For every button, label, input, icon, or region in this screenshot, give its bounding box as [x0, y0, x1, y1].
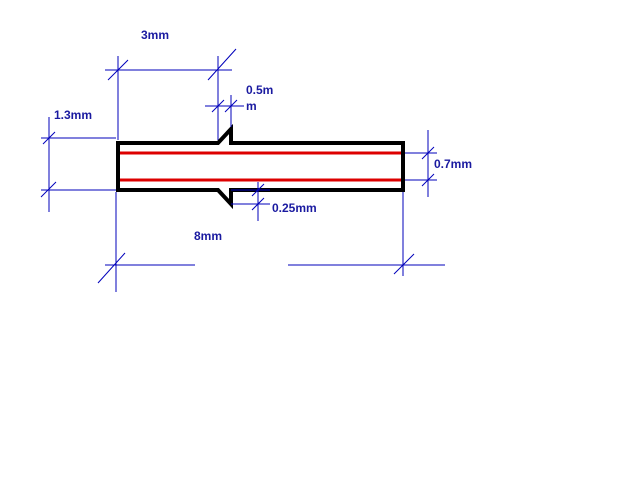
dim-3mm-tick-right [207, 48, 237, 81]
dimension-labels: 3mm 0.5m m 1.3mm 0.7mm 0.25mm 8mm [54, 28, 472, 243]
dim-13-tick-top [42, 131, 56, 145]
dimension-lines [40, 48, 445, 292]
label-05mm-line2: m [246, 99, 257, 113]
dim-05-tick-left [211, 99, 225, 113]
label-025mm: 0.25mm [272, 201, 317, 215]
label-07mm: 0.7mm [434, 157, 472, 171]
label-05mm-line1: 0.5m [246, 83, 273, 97]
dim-8mm-tick-right [393, 253, 415, 275]
dim-025-tick-top [251, 183, 265, 197]
label-8mm: 8mm [194, 229, 222, 243]
dim-05-tick-right [224, 99, 238, 113]
dim-07-tick-bottom [421, 173, 435, 187]
label-13mm: 1.3mm [54, 108, 92, 122]
label-3mm: 3mm [141, 28, 169, 42]
dim-07-tick-top [421, 146, 435, 160]
dim-3mm-tick-left [107, 59, 129, 81]
dim-8mm-tick-left [97, 252, 126, 284]
part-outline [116, 123, 405, 210]
dim-025-tick-bottom [251, 197, 265, 211]
dim-13-tick-bottom [40, 181, 57, 198]
